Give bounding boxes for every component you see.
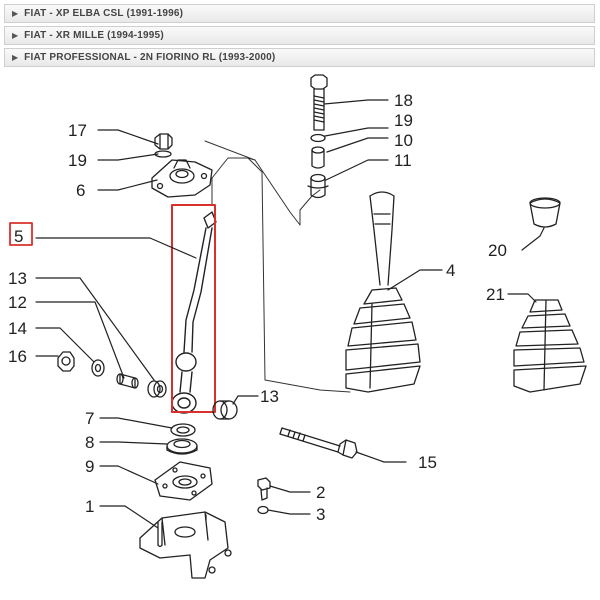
label-15[interactable]: 15 [418,453,437,472]
label-19-top[interactable]: 19 [394,111,413,130]
label-3[interactable]: 3 [316,505,325,524]
part-7-ring [170,423,196,437]
leader-lines [35,99,545,529]
label-13-left[interactable]: 13 [8,269,27,288]
part-5-gear-lever [171,211,217,414]
part-12-spacer [116,373,139,389]
part-10-sleeve [311,146,325,169]
label-6[interactable]: 6 [76,181,85,200]
cabin-outline [204,140,351,393]
label-21[interactable]: 21 [486,285,505,304]
part-13-bushing-left [147,380,167,398]
label-13-right[interactable]: 13 [260,387,279,406]
label-11[interactable]: 11 [394,151,412,170]
accordion-header-xr-mille[interactable]: ▶ FIAT - XR MILLE (1994-1995) [4,26,595,45]
part-18-bolt [310,74,328,131]
label-17[interactable]: 17 [68,121,87,140]
label-7[interactable]: 7 [85,409,94,428]
label-4[interactable]: 4 [446,261,455,280]
label-19[interactable]: 19 [68,151,87,170]
label-18[interactable]: 18 [394,91,413,110]
caret-right-icon: ▶ [12,31,19,40]
label-14[interactable]: 14 [8,319,27,338]
label-10[interactable]: 10 [394,131,413,150]
accordion-label: FIAT PROFESSIONAL - 2N FIORINO RL (1993-… [24,52,276,63]
part-21-boot [513,299,587,393]
part-labels: 17 19 6 5 13 12 14 16 7 8 9 1 13 18 19 1… [8,91,507,524]
label-2[interactable]: 2 [316,483,325,502]
part-3-washer [257,505,269,515]
part-11-bushing [307,173,329,199]
label-12[interactable]: 12 [8,293,27,312]
accordion-header-fiorino[interactable]: ▶ FIAT PROFESSIONAL - 2N FIORINO RL (199… [4,48,595,67]
part-17-nut [154,133,173,150]
part-15-long-bolt [279,427,358,459]
part-20-knob [529,197,561,228]
part-6-bracket [151,159,213,198]
part-14-washer [91,359,105,377]
highlight-box-part-5 [171,204,216,413]
label-5[interactable]: 5 [14,227,23,246]
part-2-screw [257,477,271,501]
part-4-lever-boot [345,191,421,393]
part-9-plate [154,461,213,501]
accordion-label: FIAT - XP ELBA CSL (1991-1996) [24,8,184,19]
parts-diagram: 17 19 6 5 13 12 14 16 7 8 9 1 13 18 19 1… [8,74,587,579]
caret-right-icon: ▶ [12,9,19,18]
label-16[interactable]: 16 [8,347,27,366]
accordion-label: FIAT - XR MILLE (1994-1995) [24,30,164,41]
label-1[interactable]: 1 [85,497,94,516]
part-16-nut [57,351,75,372]
label-8[interactable]: 8 [85,433,94,452]
label-20[interactable]: 20 [488,241,507,260]
part-19-washer-top [310,133,326,143]
part-1-base-bracket [139,511,232,579]
highlight-box-label-5 [9,222,33,246]
caret-right-icon: ▶ [12,53,19,62]
label-9[interactable]: 9 [85,457,94,476]
part-13-bushing-right [212,400,238,420]
accordion-header-xp-elba[interactable]: ▶ FIAT - XP ELBA CSL (1991-1996) [4,4,595,23]
part-8-seal [166,438,198,455]
